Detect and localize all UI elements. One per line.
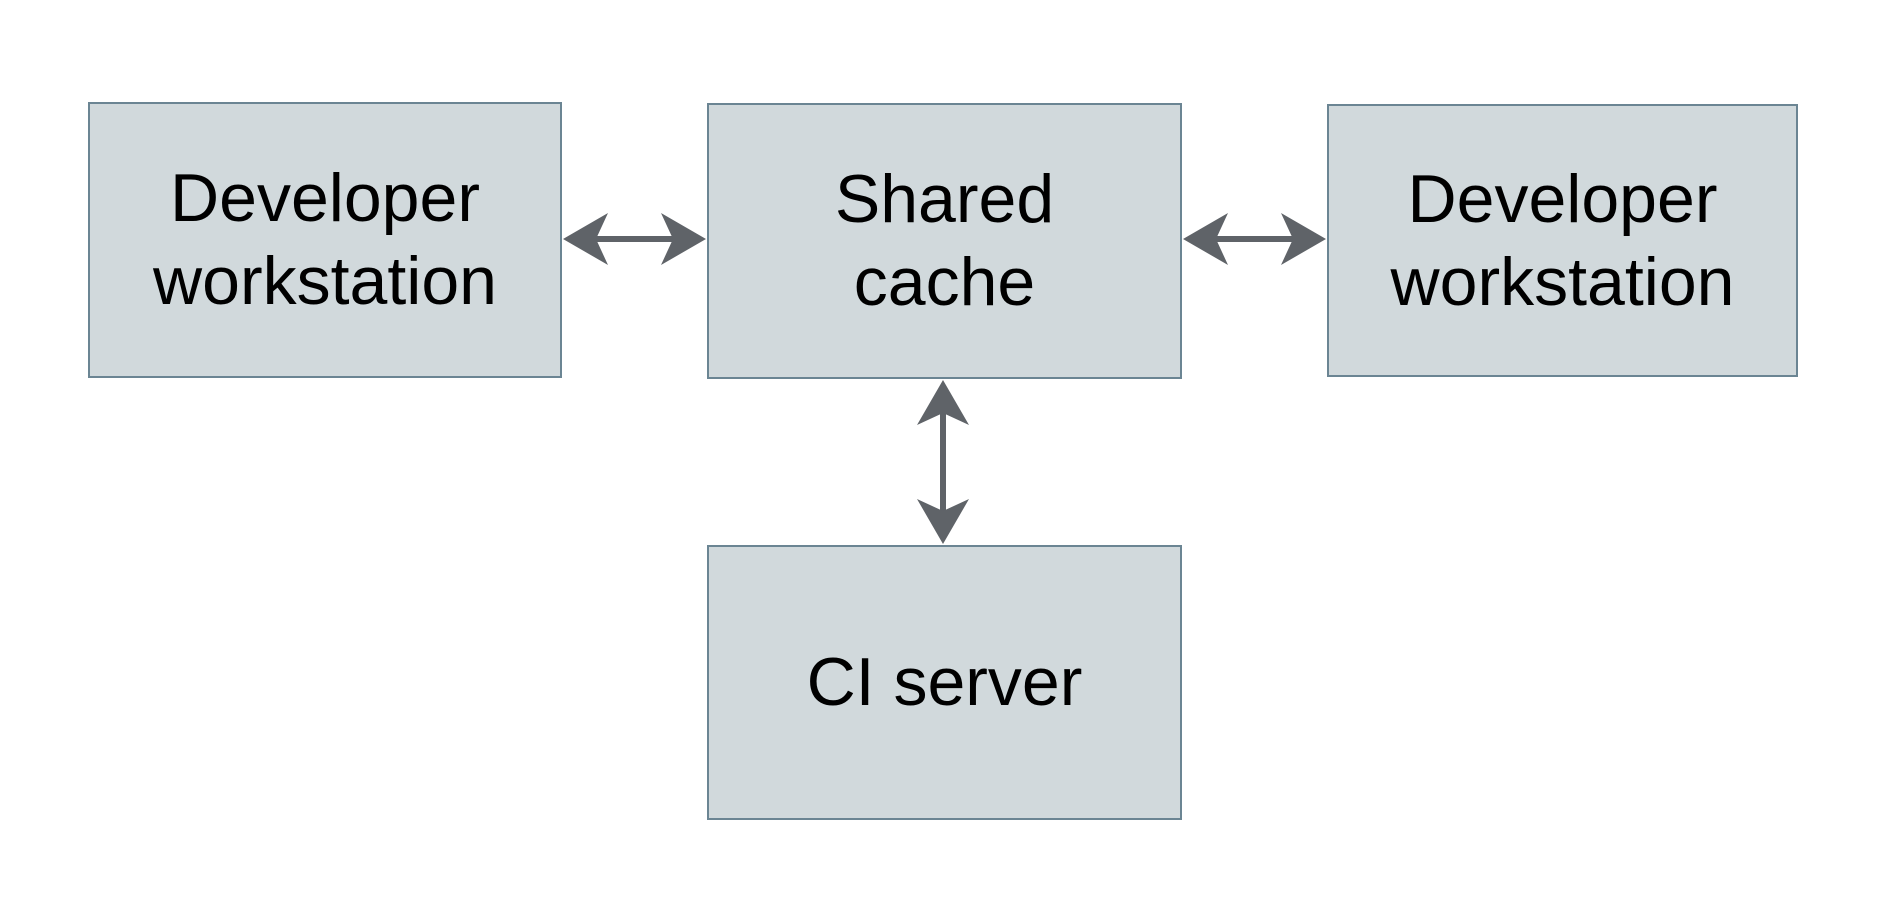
node-shared-cache-label: Shared cache: [834, 161, 1055, 320]
bidirectional-arrow-devleft-sharedcache: [563, 213, 706, 265]
node-developer-workstation-right-label: Developer workstation: [1390, 160, 1735, 320]
node-developer-workstation-left-label: Developer workstation: [153, 160, 497, 319]
node-developer-workstation-left: Developer workstation: [88, 102, 562, 378]
node-developer-workstation-right: Developer workstation: [1327, 104, 1798, 377]
bidirectional-arrow-sharedcache-devright: [1183, 213, 1326, 265]
bidirectional-arrow-sharedcache-ciserver: [917, 380, 969, 544]
node-ci-server-label: CI server: [806, 644, 1083, 721]
node-shared-cache: Shared cache: [707, 103, 1182, 379]
node-ci-server: CI server: [707, 545, 1182, 820]
